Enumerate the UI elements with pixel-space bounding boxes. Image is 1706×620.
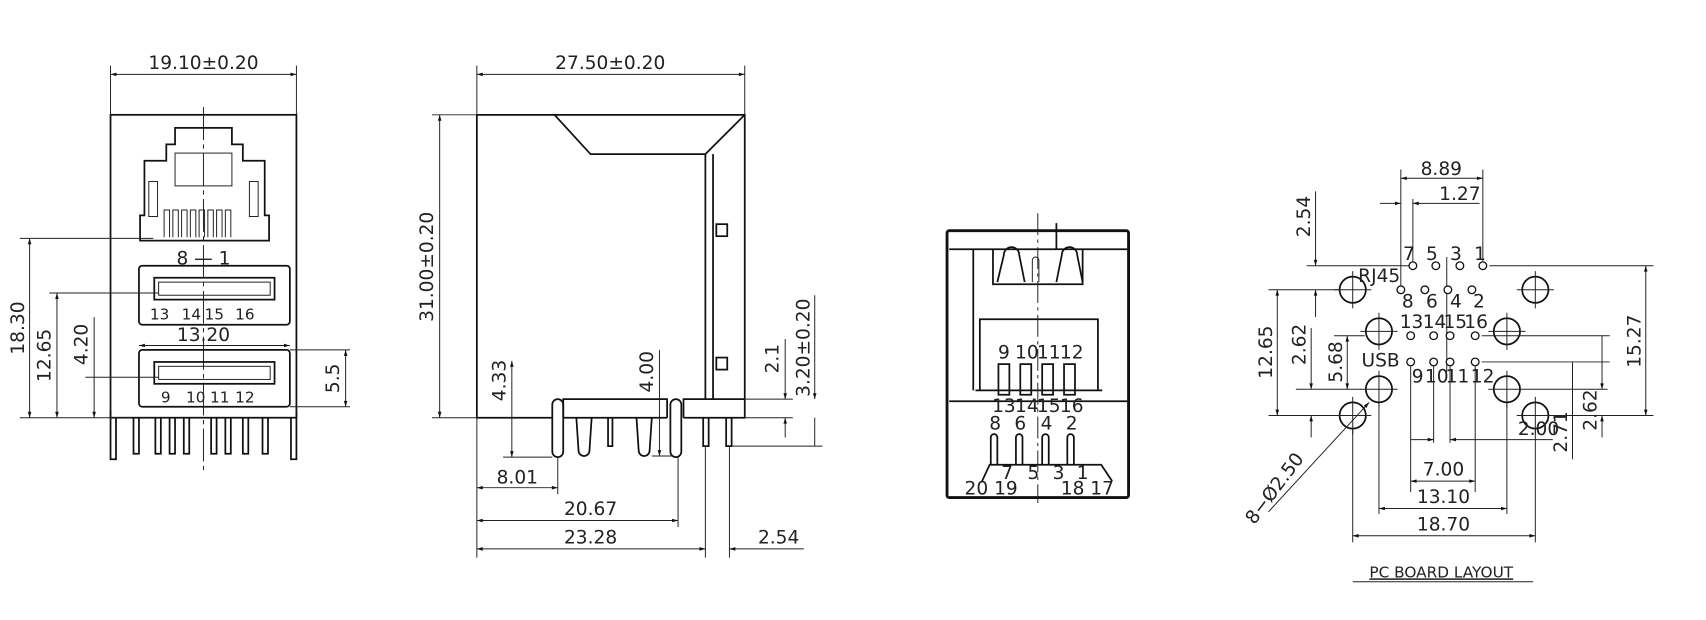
pin-label: 9 <box>998 343 1010 364</box>
pin-label: 10 <box>1015 343 1039 364</box>
dim-5-68: 5.68 <box>1326 341 1347 382</box>
pin-label: 1 <box>1077 463 1089 484</box>
usb-width-dim: 13.20 <box>177 325 230 346</box>
dim-20-67: 20.67 <box>564 499 617 520</box>
dim-2-62-left: 2.62 <box>1290 324 1311 365</box>
dim-4-00: 4.00 <box>637 351 658 392</box>
pin-label: 3 <box>1450 244 1462 265</box>
dim-18-30: 18.30 <box>8 301 29 354</box>
pin-label: 15 <box>205 305 224 323</box>
pcb-layout-title: PC BOARD LAYOUT <box>1369 563 1513 581</box>
pin-label: 11 <box>210 388 229 406</box>
usb-port-bottom <box>138 349 291 408</box>
rj45-pin-order: 8 — 1 <box>176 249 230 270</box>
pin-label: 8 <box>989 414 1001 435</box>
pin-label: 6 <box>1014 414 1026 435</box>
pin-label: 12 <box>235 388 254 406</box>
usb-port-top <box>138 264 291 326</box>
pin-label: 14 <box>182 305 201 323</box>
dim-12-65: 12.65 <box>34 329 55 382</box>
pin-label: 9 <box>1412 367 1424 388</box>
dim-2-1: 2.1 <box>763 344 784 374</box>
dim-4-33: 4.33 <box>489 360 510 401</box>
pin-holes <box>1396 261 1488 367</box>
rj45-label: RJ45 <box>1358 266 1400 287</box>
pin-label: 7 <box>1403 244 1415 265</box>
pin-label: 4 <box>1041 414 1053 435</box>
dim-5-5: 5.5 <box>323 364 344 394</box>
dim-13-10: 13.10 <box>1417 487 1470 508</box>
dim-2-54: 2.54 <box>758 527 799 548</box>
pin-label: 13 <box>1400 312 1424 333</box>
dim-8-89: 8.89 <box>1421 159 1462 180</box>
rj45-port <box>139 127 270 242</box>
hole-note: 8−Ø2.50 <box>1242 449 1309 528</box>
pin-label: 11 <box>1446 367 1470 388</box>
pin-label: 6 <box>1426 291 1438 312</box>
pin-label: 11 <box>1037 343 1061 364</box>
dim-2-71: 2.71 <box>1551 411 1572 452</box>
pin-label: 14 <box>1015 396 1039 417</box>
pin-label: 7 <box>1001 463 1013 484</box>
width-dim: 27.50±0.20 <box>555 53 665 74</box>
front-view: 19.10±0.20 8 — 1 13 14 15 16 13.20 9 10 … <box>8 53 351 471</box>
shield-pin-label: 18 17 <box>1061 478 1114 499</box>
dim-3-20: 3.20±0.20 <box>793 299 814 397</box>
dim-2-00: 2.00 <box>1518 419 1559 440</box>
pin-label: 16 <box>235 305 254 323</box>
shield-pin-label: 20 19 <box>965 478 1018 499</box>
side-view: 27.50±0.20 31.00±0.20 4.33 4.00 2.1 3.20… <box>417 53 823 558</box>
dim-1-27: 1.27 <box>1439 184 1480 205</box>
pin-label: 2 <box>1066 414 1078 435</box>
pin-label: 5 <box>1028 463 1040 484</box>
front-pins <box>109 411 298 461</box>
width-dim: 19.10±0.20 <box>148 53 258 74</box>
dim-2-54: 2.54 <box>1294 196 1315 237</box>
dim-18-70: 18.70 <box>1417 514 1470 535</box>
dim-12-65: 12.65 <box>1256 326 1277 379</box>
dim-23-28: 23.28 <box>564 527 617 548</box>
pin-label: 15 <box>1443 312 1467 333</box>
dim-8-01: 8.01 <box>497 467 538 488</box>
dim-15-27: 15.27 <box>1624 315 1645 368</box>
pin-label: 10 <box>1425 367 1449 388</box>
pin-label: 5 <box>1426 244 1438 265</box>
pin-label: 12 <box>1060 343 1084 364</box>
pin-label: 9 <box>161 388 171 406</box>
height-dim: 31.00±0.20 <box>417 212 438 322</box>
rear-view: 9 10 11 12 13 14 15 16 8 6 4 2 7 5 3 1 2… <box>945 213 1130 503</box>
pin-label: 13 <box>992 396 1016 417</box>
dim-7-00: 7.00 <box>1423 460 1464 481</box>
pin-label: 3 <box>1053 463 1065 484</box>
dim-4-20: 4.20 <box>72 324 93 365</box>
pin-label: 16 <box>1464 312 1488 333</box>
pin-label: 13 <box>150 305 169 323</box>
dim-2-62-right: 2.62 <box>1581 389 1602 430</box>
pin-label: 2 <box>1473 291 1485 312</box>
pin-label: 12 <box>1471 367 1495 388</box>
pin-label: 14 <box>1423 312 1447 333</box>
pcb-layout: RJ45 USB 7 5 3 1 8 6 4 2 13 14 15 16 9 1… <box>1242 159 1654 583</box>
pin-label: 16 <box>1060 396 1084 417</box>
side-pins <box>551 398 733 458</box>
pin-label: 10 <box>186 388 205 406</box>
pin-label: 4 <box>1450 291 1462 312</box>
pin-label: 15 <box>1037 396 1061 417</box>
usb-label: USB <box>1361 350 1399 371</box>
pin-label: 8 <box>1402 291 1414 312</box>
pin-label: 1 <box>1474 244 1486 265</box>
